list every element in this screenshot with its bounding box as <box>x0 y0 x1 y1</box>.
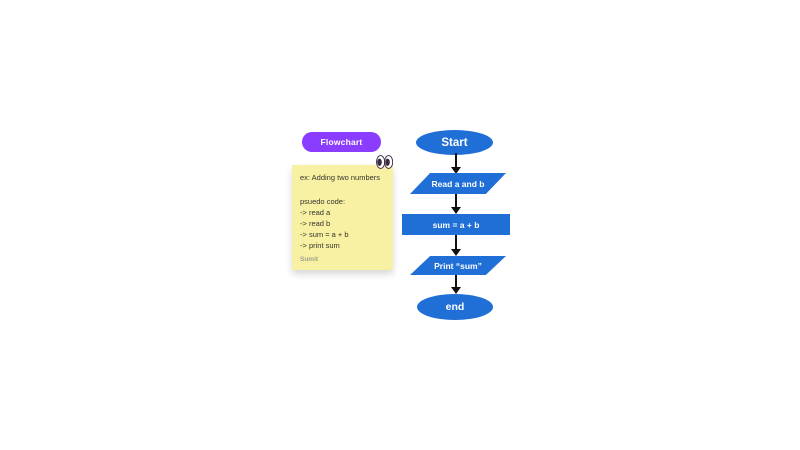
flow-node-read-label: Read a and b <box>431 178 485 189</box>
flow-node-end[interactable]: end <box>417 294 493 320</box>
flowchart-badge-label: Flowchart <box>320 137 363 147</box>
flow-node-end-label: end <box>445 301 465 313</box>
arrow-line <box>454 153 457 167</box>
flow-node-start[interactable]: Start <box>416 130 493 155</box>
arrow-line <box>454 235 457 249</box>
flow-node-read[interactable]: Read a and b <box>410 173 506 194</box>
flow-arrow <box>450 275 461 294</box>
flow-arrow <box>450 235 461 256</box>
sticky-note[interactable]: ex: Adding two numbers psuedo code: -> r… <box>292 165 393 270</box>
note-line: -> print sum <box>300 241 340 250</box>
eyes-emoji-icon <box>376 155 394 169</box>
flow-arrow <box>450 153 461 174</box>
arrow-head-icon <box>450 167 461 174</box>
arrow-head-icon <box>450 249 461 256</box>
flow-node-print[interactable]: Print “sum” <box>410 256 506 275</box>
arrow-line <box>454 194 457 207</box>
note-line: -> read b <box>300 219 331 228</box>
flow-node-start-label: Start <box>441 136 468 149</box>
flow-node-sum-label: sum = a + b <box>432 219 480 230</box>
note-line: -> read a <box>300 208 331 217</box>
flow-node-print-label: Print “sum” <box>434 260 482 271</box>
flow-node-sum[interactable]: sum = a + b <box>402 214 510 235</box>
note-signature: Sumit <box>300 256 319 263</box>
note-title: ex: Adding two numbers <box>300 173 381 182</box>
note-line: -> sum = a + b <box>300 230 349 239</box>
arrow-line <box>454 275 457 287</box>
arrow-head-icon <box>450 287 461 294</box>
arrow-head-icon <box>450 207 461 214</box>
flow-arrow <box>450 194 461 214</box>
note-line: psuedo code: <box>300 197 346 206</box>
flowchart-badge[interactable]: Flowchart <box>302 132 381 152</box>
